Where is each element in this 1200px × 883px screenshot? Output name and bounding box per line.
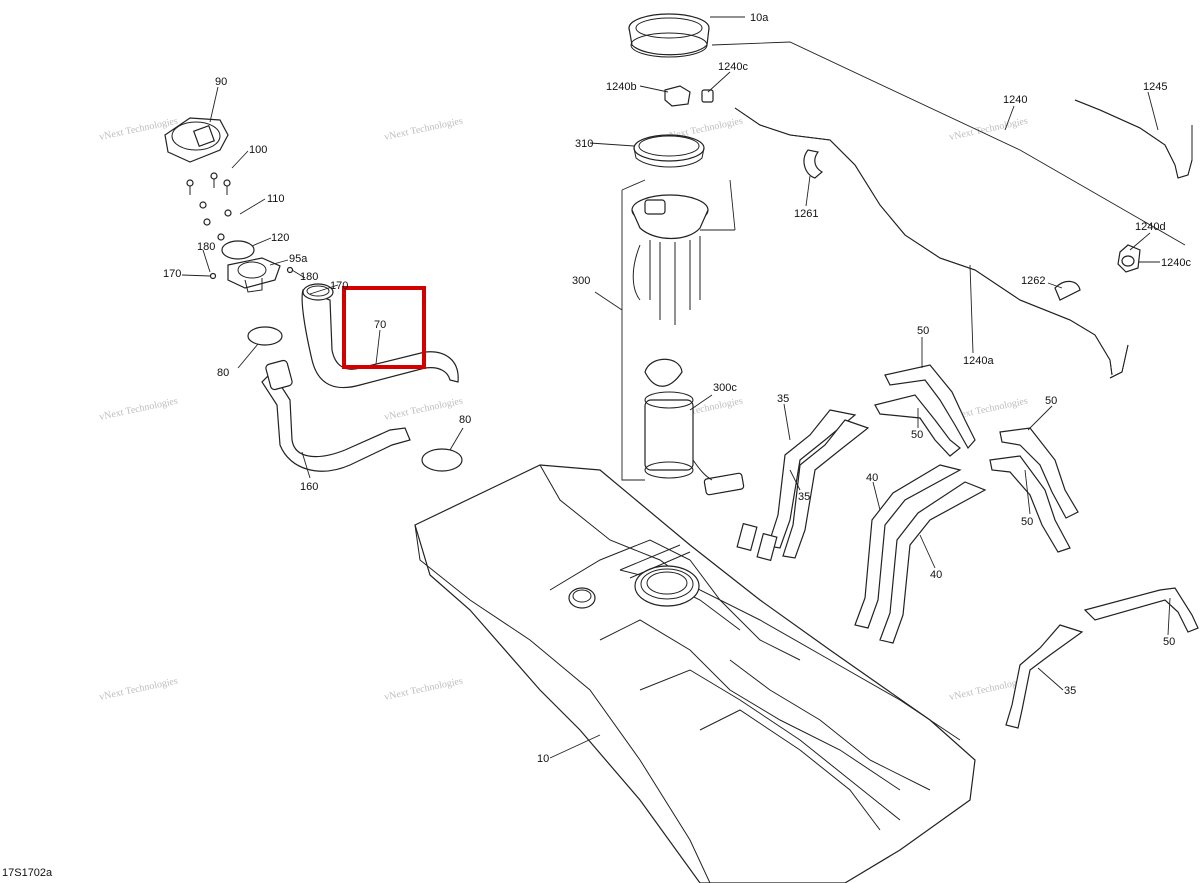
fuel-pump-300: [631, 194, 709, 325]
highlight-box: [342, 286, 426, 369]
callout-1240c[interactable]: 1240c: [1161, 257, 1191, 269]
figure-code: 17S1702a: [2, 867, 53, 879]
watermark-text: vNext Technologies: [383, 676, 464, 703]
strap-35-upper: [736, 409, 870, 562]
callout-80[interactable]: 80: [459, 414, 471, 426]
watermark-text: vNext Technologies: [383, 116, 464, 143]
callout-35[interactable]: 35: [798, 491, 810, 503]
filler-neck-95a: [227, 257, 281, 293]
callout-1240d[interactable]: 1240d: [1135, 221, 1166, 233]
callout-labels: 10a 1240b 1240c 1240 1245 310 1261 1240d…: [163, 12, 1191, 765]
callout-310[interactable]: 310: [575, 138, 593, 150]
callout-170[interactable]: 170: [330, 280, 348, 292]
callout-1240c[interactable]: 1240c: [718, 61, 748, 73]
callout-170[interactable]: 170: [163, 268, 181, 280]
callout-50[interactable]: 50: [911, 429, 923, 441]
lock-ring-10a: [628, 13, 710, 58]
gasket-120: [221, 240, 255, 260]
strap-50-right: [989, 427, 1079, 553]
callout-80[interactable]: 80: [217, 367, 229, 379]
callout-300[interactable]: 300: [572, 275, 590, 287]
screws-100: [186, 172, 231, 195]
callout-40[interactable]: 40: [930, 569, 942, 581]
clip-1240c-top: [701, 89, 714, 103]
clamp-80-left: [247, 326, 283, 346]
callout-1261[interactable]: 1261: [794, 208, 818, 220]
watermark-text: vNext Technologies: [948, 116, 1029, 143]
callout-1240b[interactable]: 1240b: [606, 81, 637, 93]
callout-110[interactable]: 110: [267, 193, 285, 205]
filler-hose-70: [301, 283, 459, 389]
clip-1261: [803, 149, 824, 179]
callout-120[interactable]: 120: [271, 232, 289, 244]
callout-35[interactable]: 35: [1064, 685, 1076, 697]
callout-50[interactable]: 50: [1021, 516, 1033, 528]
callout-100[interactable]: 100: [249, 144, 267, 156]
filler-cap-90: [164, 117, 229, 163]
callout-90[interactable]: 90: [215, 76, 227, 88]
fitting-1240b: [664, 85, 691, 107]
callout-95a[interactable]: 95a: [289, 253, 308, 265]
washers-110: [199, 201, 232, 241]
vent-hose-160: [261, 359, 411, 472]
callout-70[interactable]: 70: [374, 319, 386, 331]
hose-1240a: [734, 107, 1129, 379]
callout-1245[interactable]: 1245: [1143, 81, 1167, 93]
strap-50-upper-b: [874, 394, 961, 457]
callout-1240a[interactable]: 1240a: [963, 355, 994, 367]
callout-10[interactable]: 10: [537, 753, 549, 765]
callout-180[interactable]: 180: [300, 271, 318, 283]
clip-180-left: [209, 272, 217, 280]
callout-40[interactable]: 40: [866, 472, 878, 484]
leader-lines: [181, 16, 1186, 759]
watermark-text: vNext Technologies: [383, 396, 464, 423]
callout-10a[interactable]: 10a: [750, 12, 769, 24]
callout-50[interactable]: 50: [917, 325, 929, 337]
pump-module-300c: [644, 358, 745, 496]
callout-35[interactable]: 35: [777, 393, 789, 405]
gasket-310: [633, 134, 705, 168]
callout-50[interactable]: 50: [1163, 636, 1175, 648]
strap-50-upper-a: [884, 364, 976, 450]
callout-1240[interactable]: 1240: [1003, 94, 1027, 106]
callout-180[interactable]: 180: [197, 241, 215, 253]
hose-1245: [1074, 99, 1193, 179]
clip-1240c-right: [1121, 255, 1135, 267]
strap-40: [854, 464, 987, 644]
callout-160[interactable]: 160: [300, 481, 318, 493]
callout-50[interactable]: 50: [1045, 395, 1057, 407]
watermark-text: vNext Technologies: [98, 676, 179, 703]
clip-1262: [1054, 280, 1081, 301]
clamp-80-right: [421, 448, 463, 472]
watermark-text: vNext Technologies: [98, 396, 179, 423]
callout-1262[interactable]: 1262: [1021, 275, 1045, 287]
fuel-tank: [414, 464, 976, 883]
clip-180-right: [286, 266, 294, 274]
callout-300c[interactable]: 300c: [713, 382, 737, 394]
